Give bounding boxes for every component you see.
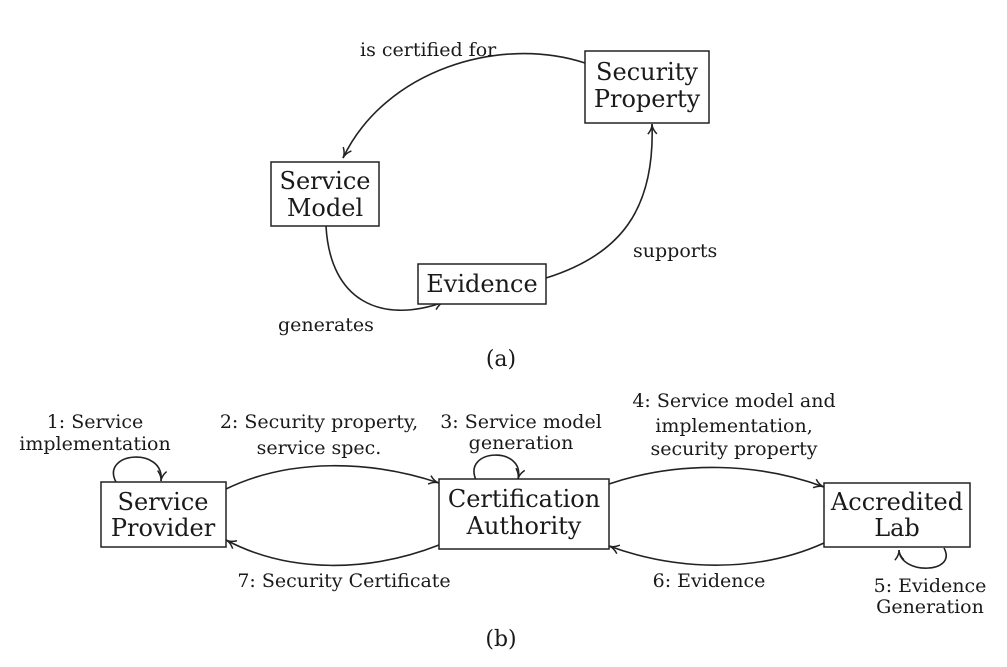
edge-step1-self-loop xyxy=(112,456,168,483)
diagram-b: 1: Service implementation 2: Security pr… xyxy=(19,390,986,652)
label-step5-line: 5: Evidence xyxy=(874,575,987,597)
label-step4-line: implementation, xyxy=(655,415,812,437)
node-certification-authority: Certification Authority xyxy=(438,478,610,550)
label-step4-line: security property xyxy=(651,438,818,460)
node-label-line: Certification xyxy=(448,485,600,513)
label-step1-line: 1: Service xyxy=(47,411,144,433)
label-step3-line: generation xyxy=(469,432,574,454)
edge-supports xyxy=(545,123,658,279)
node-label-line: Service xyxy=(118,488,209,516)
label-step4-line: 4: Service model and xyxy=(632,390,835,412)
edge-step6 xyxy=(608,542,825,566)
label-is-certified-for: is certified for xyxy=(360,39,497,61)
label-step2-line: service spec. xyxy=(257,437,382,459)
label-step5-line: Generation xyxy=(876,596,984,618)
node-accredited-lab: Accredited Lab xyxy=(823,482,971,548)
edge-step4 xyxy=(608,466,825,489)
node-label-line: Evidence xyxy=(426,270,537,298)
edge-step5-self-loop xyxy=(894,547,947,569)
node-label-line: Authority xyxy=(466,512,582,540)
edge-step7 xyxy=(225,539,440,567)
caption-b: (b) xyxy=(485,627,516,652)
edge-is-certified-for xyxy=(342,52,586,159)
node-service-model: Service Model xyxy=(270,161,380,227)
edge-generates xyxy=(325,225,445,311)
node-label-line: Security xyxy=(596,58,698,86)
label-step7: 7: Security Certificate xyxy=(237,570,450,592)
label-generates: generates xyxy=(278,314,374,336)
node-service-provider: Service Provider xyxy=(100,481,227,548)
node-label-line: Model xyxy=(287,194,363,222)
label-step3-line: 3: Service model xyxy=(440,411,602,433)
node-label-line: Provider xyxy=(111,514,216,542)
caption-a: (a) xyxy=(486,347,516,372)
node-label-line: Service xyxy=(280,167,371,195)
label-supports: supports xyxy=(633,240,717,262)
node-label-line: Lab xyxy=(874,514,920,542)
node-label-line: Property xyxy=(594,85,701,113)
edge-step3-self-loop xyxy=(473,454,526,481)
edge-step2 xyxy=(225,464,440,490)
label-step2-line: 2: Security property, xyxy=(220,411,418,433)
node-security-property: Security Property xyxy=(584,50,710,124)
label-step6: 6: Evidence xyxy=(653,570,766,592)
label-step1-line: implementation xyxy=(19,433,170,455)
node-label-line: Accredited xyxy=(830,488,963,516)
node-evidence: Evidence xyxy=(417,263,547,305)
diagram-a: is certified for generates supports Secu… xyxy=(270,39,717,372)
